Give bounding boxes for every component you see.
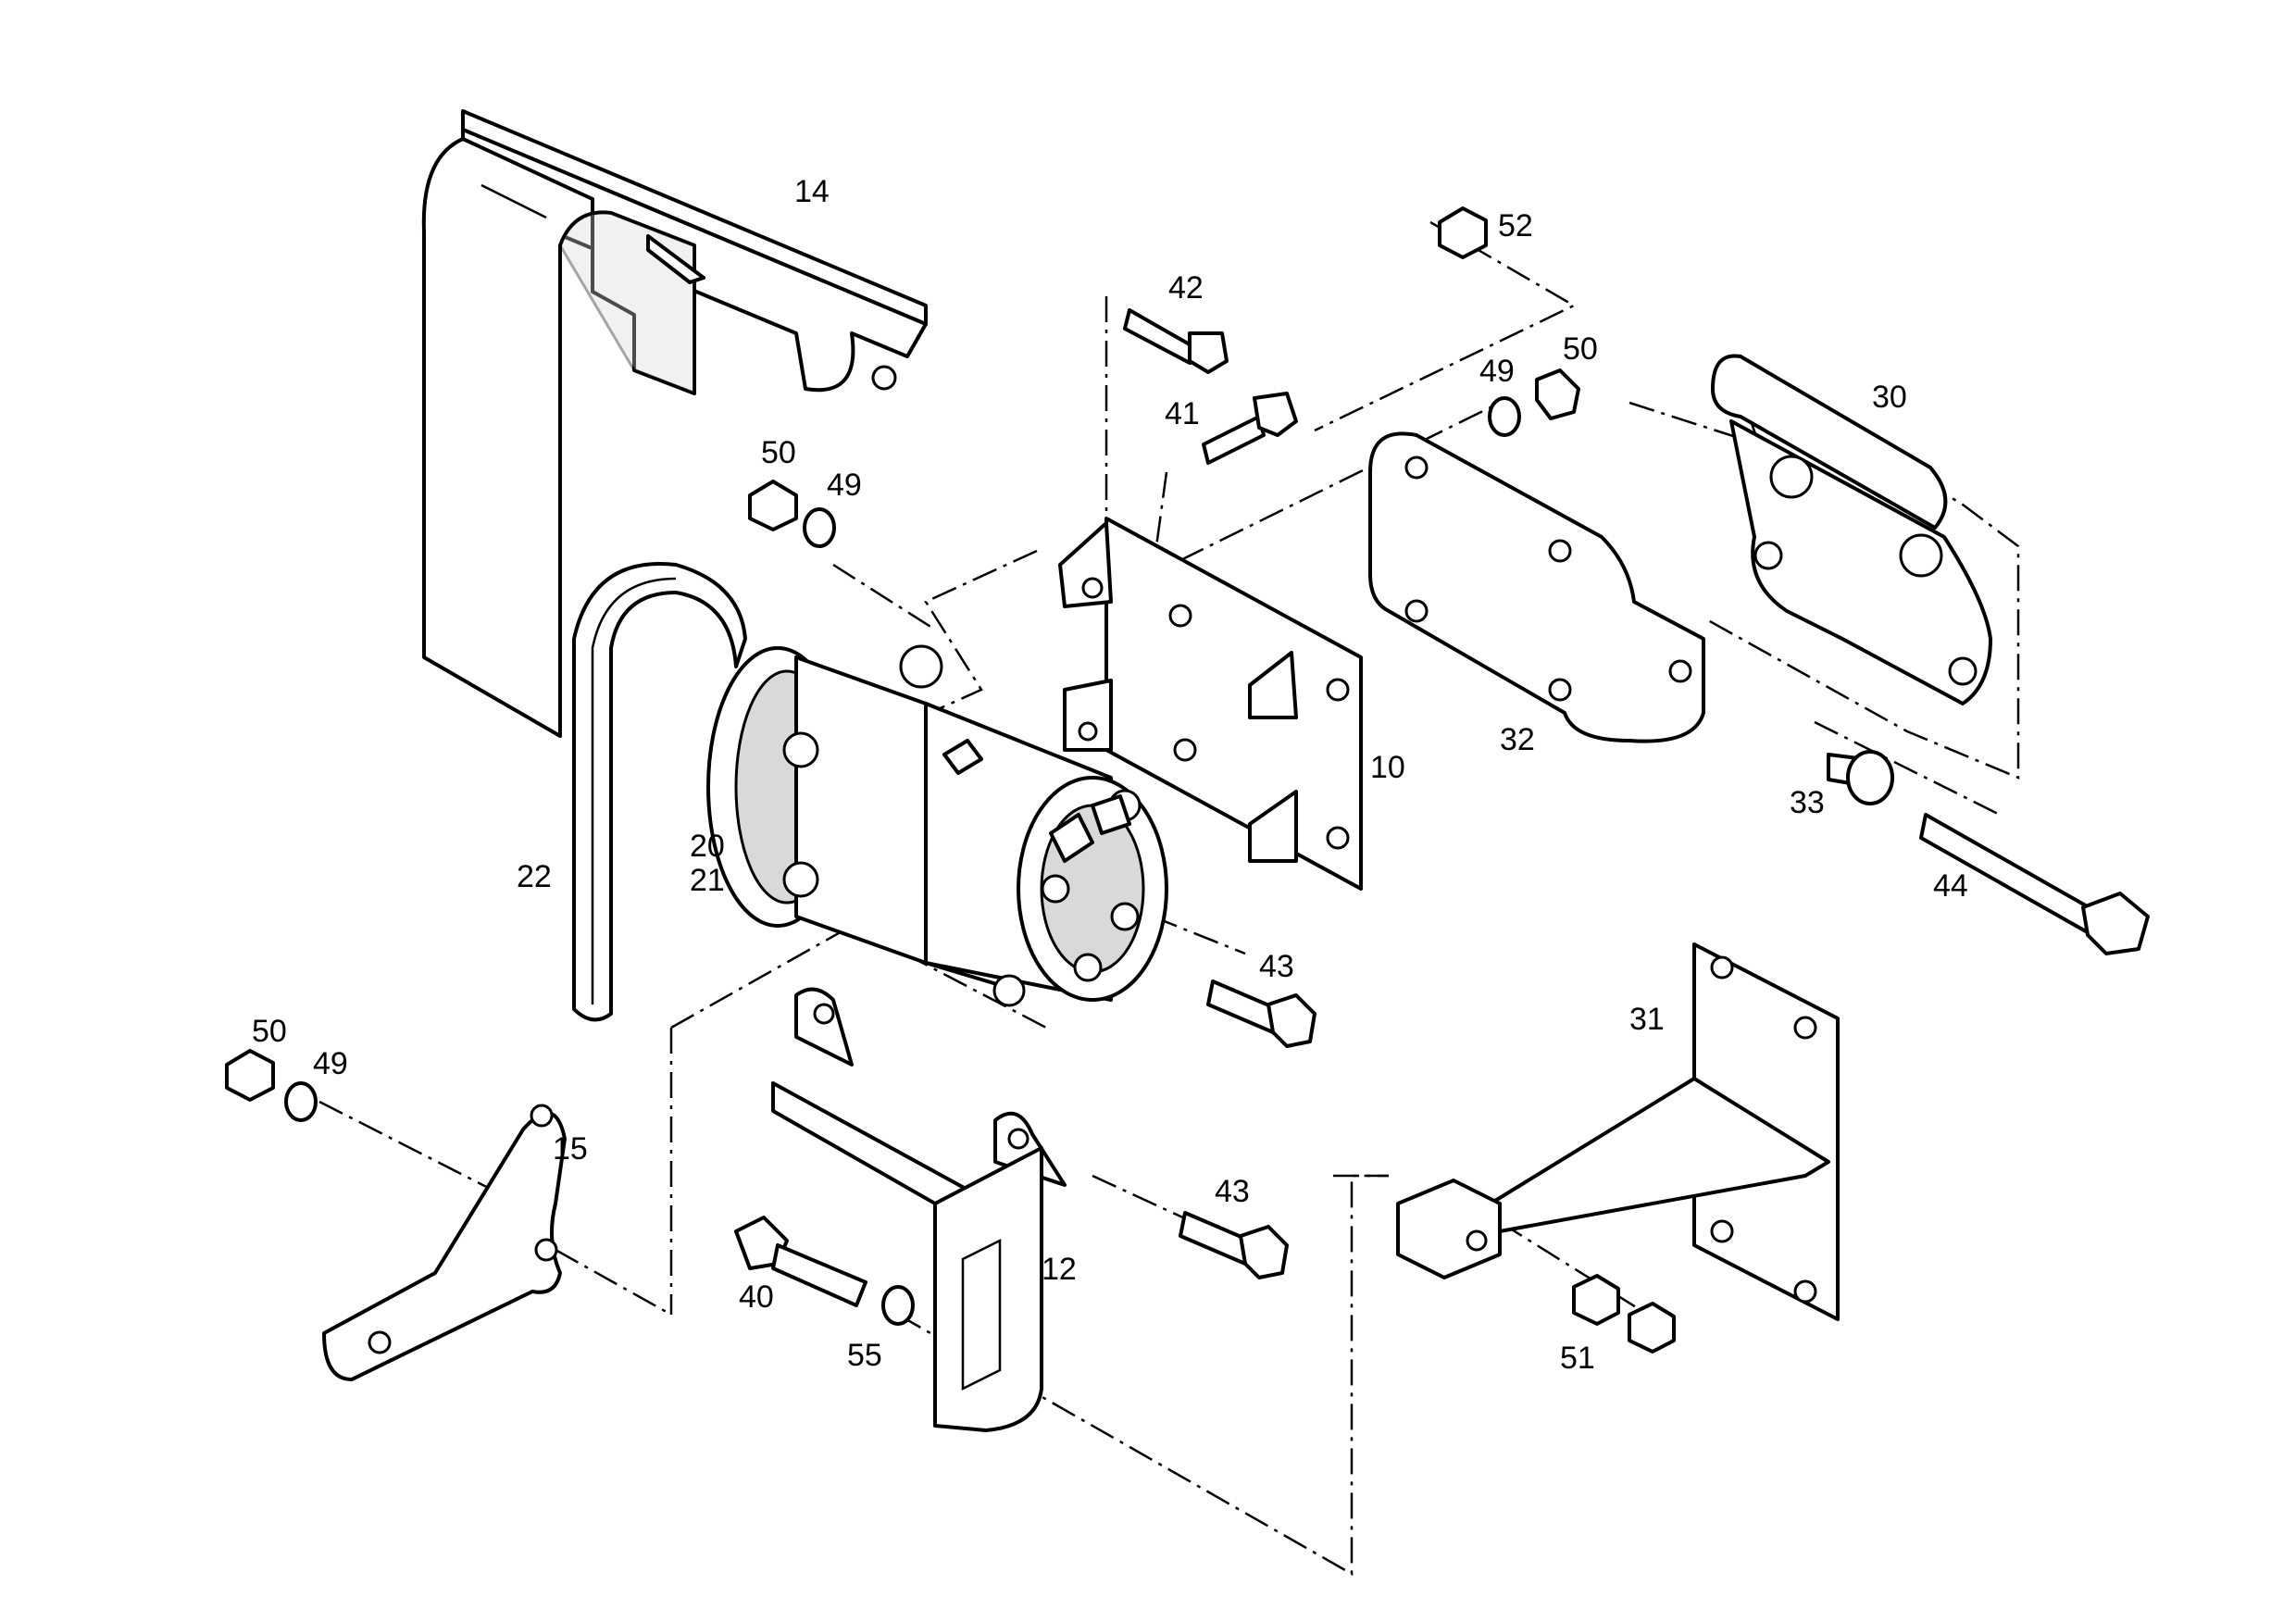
label-41: 41: [1165, 396, 1200, 431]
label-50-lower: 50: [252, 1014, 287, 1049]
label-50-top: 50: [1563, 331, 1598, 367]
part-31-support-arm: [1396, 942, 1840, 1321]
label-20: 20: [690, 829, 725, 864]
label-31: 31: [1629, 1002, 1665, 1037]
label-22: 22: [517, 859, 552, 894]
part-10-mounting-plate: [1058, 517, 1363, 891]
part-12-slotted-bracket: [771, 987, 1067, 1432]
label-15: 15: [553, 1131, 588, 1167]
label-10: 10: [1370, 750, 1405, 785]
reference-labels: 14 52 42 41 49 50 30 50 49 10 32 33 44 2…: [252, 174, 1968, 1376]
label-14: 14: [794, 174, 830, 209]
label-51: 51: [1560, 1341, 1595, 1376]
label-49-top: 49: [1479, 354, 1515, 389]
part-32-bracket: [1368, 431, 1705, 743]
part-14-belt-guard: [421, 109, 928, 738]
label-50-left: 50: [761, 435, 796, 470]
part-30-bar-bracket: [1711, 354, 1992, 705]
label-33: 33: [1790, 785, 1825, 820]
part-22-v-belt: [572, 562, 747, 1022]
label-12: 12: [1042, 1252, 1077, 1287]
label-52: 52: [1498, 208, 1533, 243]
fasteners: [225, 206, 2150, 1354]
label-49-lower: 49: [313, 1046, 348, 1081]
label-55: 55: [847, 1338, 882, 1373]
part-15-small-bracket: [322, 1104, 567, 1381]
label-49-left: 49: [827, 468, 862, 503]
label-43-upper: 43: [1259, 949, 1294, 984]
label-44: 44: [1933, 868, 1968, 904]
part-20-21-compressor: [706, 644, 1168, 1007]
label-40: 40: [739, 1279, 774, 1315]
label-32: 32: [1500, 722, 1535, 757]
label-43-lower: 43: [1215, 1174, 1250, 1209]
label-30: 30: [1872, 380, 1907, 415]
label-42: 42: [1168, 270, 1204, 306]
label-21: 21: [690, 863, 725, 898]
